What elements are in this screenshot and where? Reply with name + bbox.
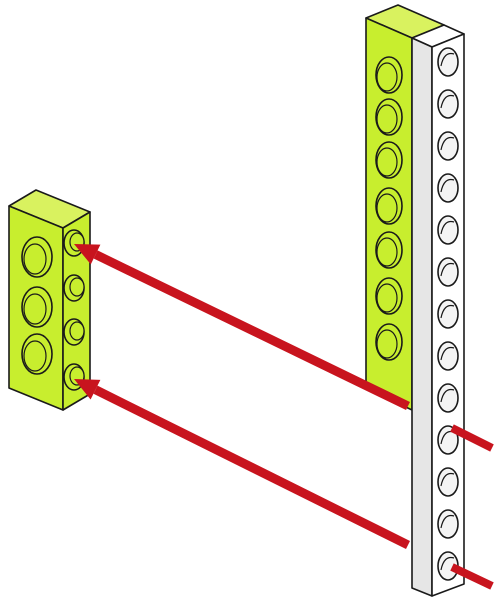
left-beam-pin-hole-inner	[69, 277, 85, 297]
left-beam-hole-inner	[23, 293, 47, 325]
tall-beam-hole-inner	[376, 62, 398, 92]
white-beam-stud	[437, 47, 459, 77]
arrow-shaft	[93, 385, 411, 550]
tall-beam-hole-inner	[376, 237, 398, 267]
white-beam-stud-highlight	[440, 220, 455, 235]
tall-beam-hole-inner	[376, 147, 398, 177]
left-beam-hole-inner	[23, 340, 47, 372]
white-beam-stud-highlight	[440, 556, 455, 571]
white-beam-stud	[437, 425, 459, 455]
left-beam-hole	[21, 236, 53, 278]
inserted-pin	[450, 563, 494, 590]
arrow-shaft	[93, 250, 410, 411]
white-beam-stud	[437, 173, 459, 203]
white-beam-stud	[437, 509, 459, 539]
arrow-head	[74, 244, 101, 265]
white-beam-stud	[437, 383, 459, 413]
white-beam-part	[411, 24, 494, 597]
assembly-arrow	[74, 244, 410, 411]
arrow-layer	[74, 244, 411, 550]
left-beam-hole	[21, 286, 53, 328]
white-beam-stud-highlight	[440, 472, 455, 487]
white-beam-stud-highlight	[440, 178, 455, 193]
white-beam-stud-highlight	[440, 304, 455, 319]
white-beam-stud	[437, 467, 459, 497]
white-beam-stud	[437, 89, 459, 119]
white-beam-stud	[437, 299, 459, 329]
arrow-head	[74, 379, 101, 400]
white-beam-stud-highlight	[440, 52, 455, 67]
white-beam-stud-highlight	[440, 346, 455, 361]
white-beam-side-face	[411, 37, 433, 597]
lime-parts	[8, 4, 445, 411]
white-beam-stud	[437, 131, 459, 161]
white-beam-stud-highlight	[440, 136, 455, 151]
white-beam-stud	[437, 257, 459, 287]
tall-beam-hole-inner	[376, 283, 398, 313]
tall-beam-hole-inner	[376, 193, 398, 223]
left-beam-pin-hole-inner	[69, 321, 85, 341]
assembly-arrow	[74, 379, 411, 550]
white-beam-stud-highlight	[440, 388, 455, 403]
inserted-pin	[450, 424, 494, 452]
left-beam-hole	[21, 333, 53, 375]
left-lime-beam	[8, 189, 91, 411]
white-beam-stud	[437, 215, 459, 245]
white-beam-stud-highlight	[440, 94, 455, 109]
tall-beam-hole-inner	[376, 104, 398, 134]
left-beam-hole-inner	[23, 243, 47, 275]
tall-beam-hole-inner	[376, 329, 398, 359]
white-beam-stud-highlight	[440, 262, 455, 277]
white-beam-stud	[437, 341, 459, 371]
white-beam	[411, 24, 494, 597]
white-beam-stud-highlight	[440, 514, 455, 529]
